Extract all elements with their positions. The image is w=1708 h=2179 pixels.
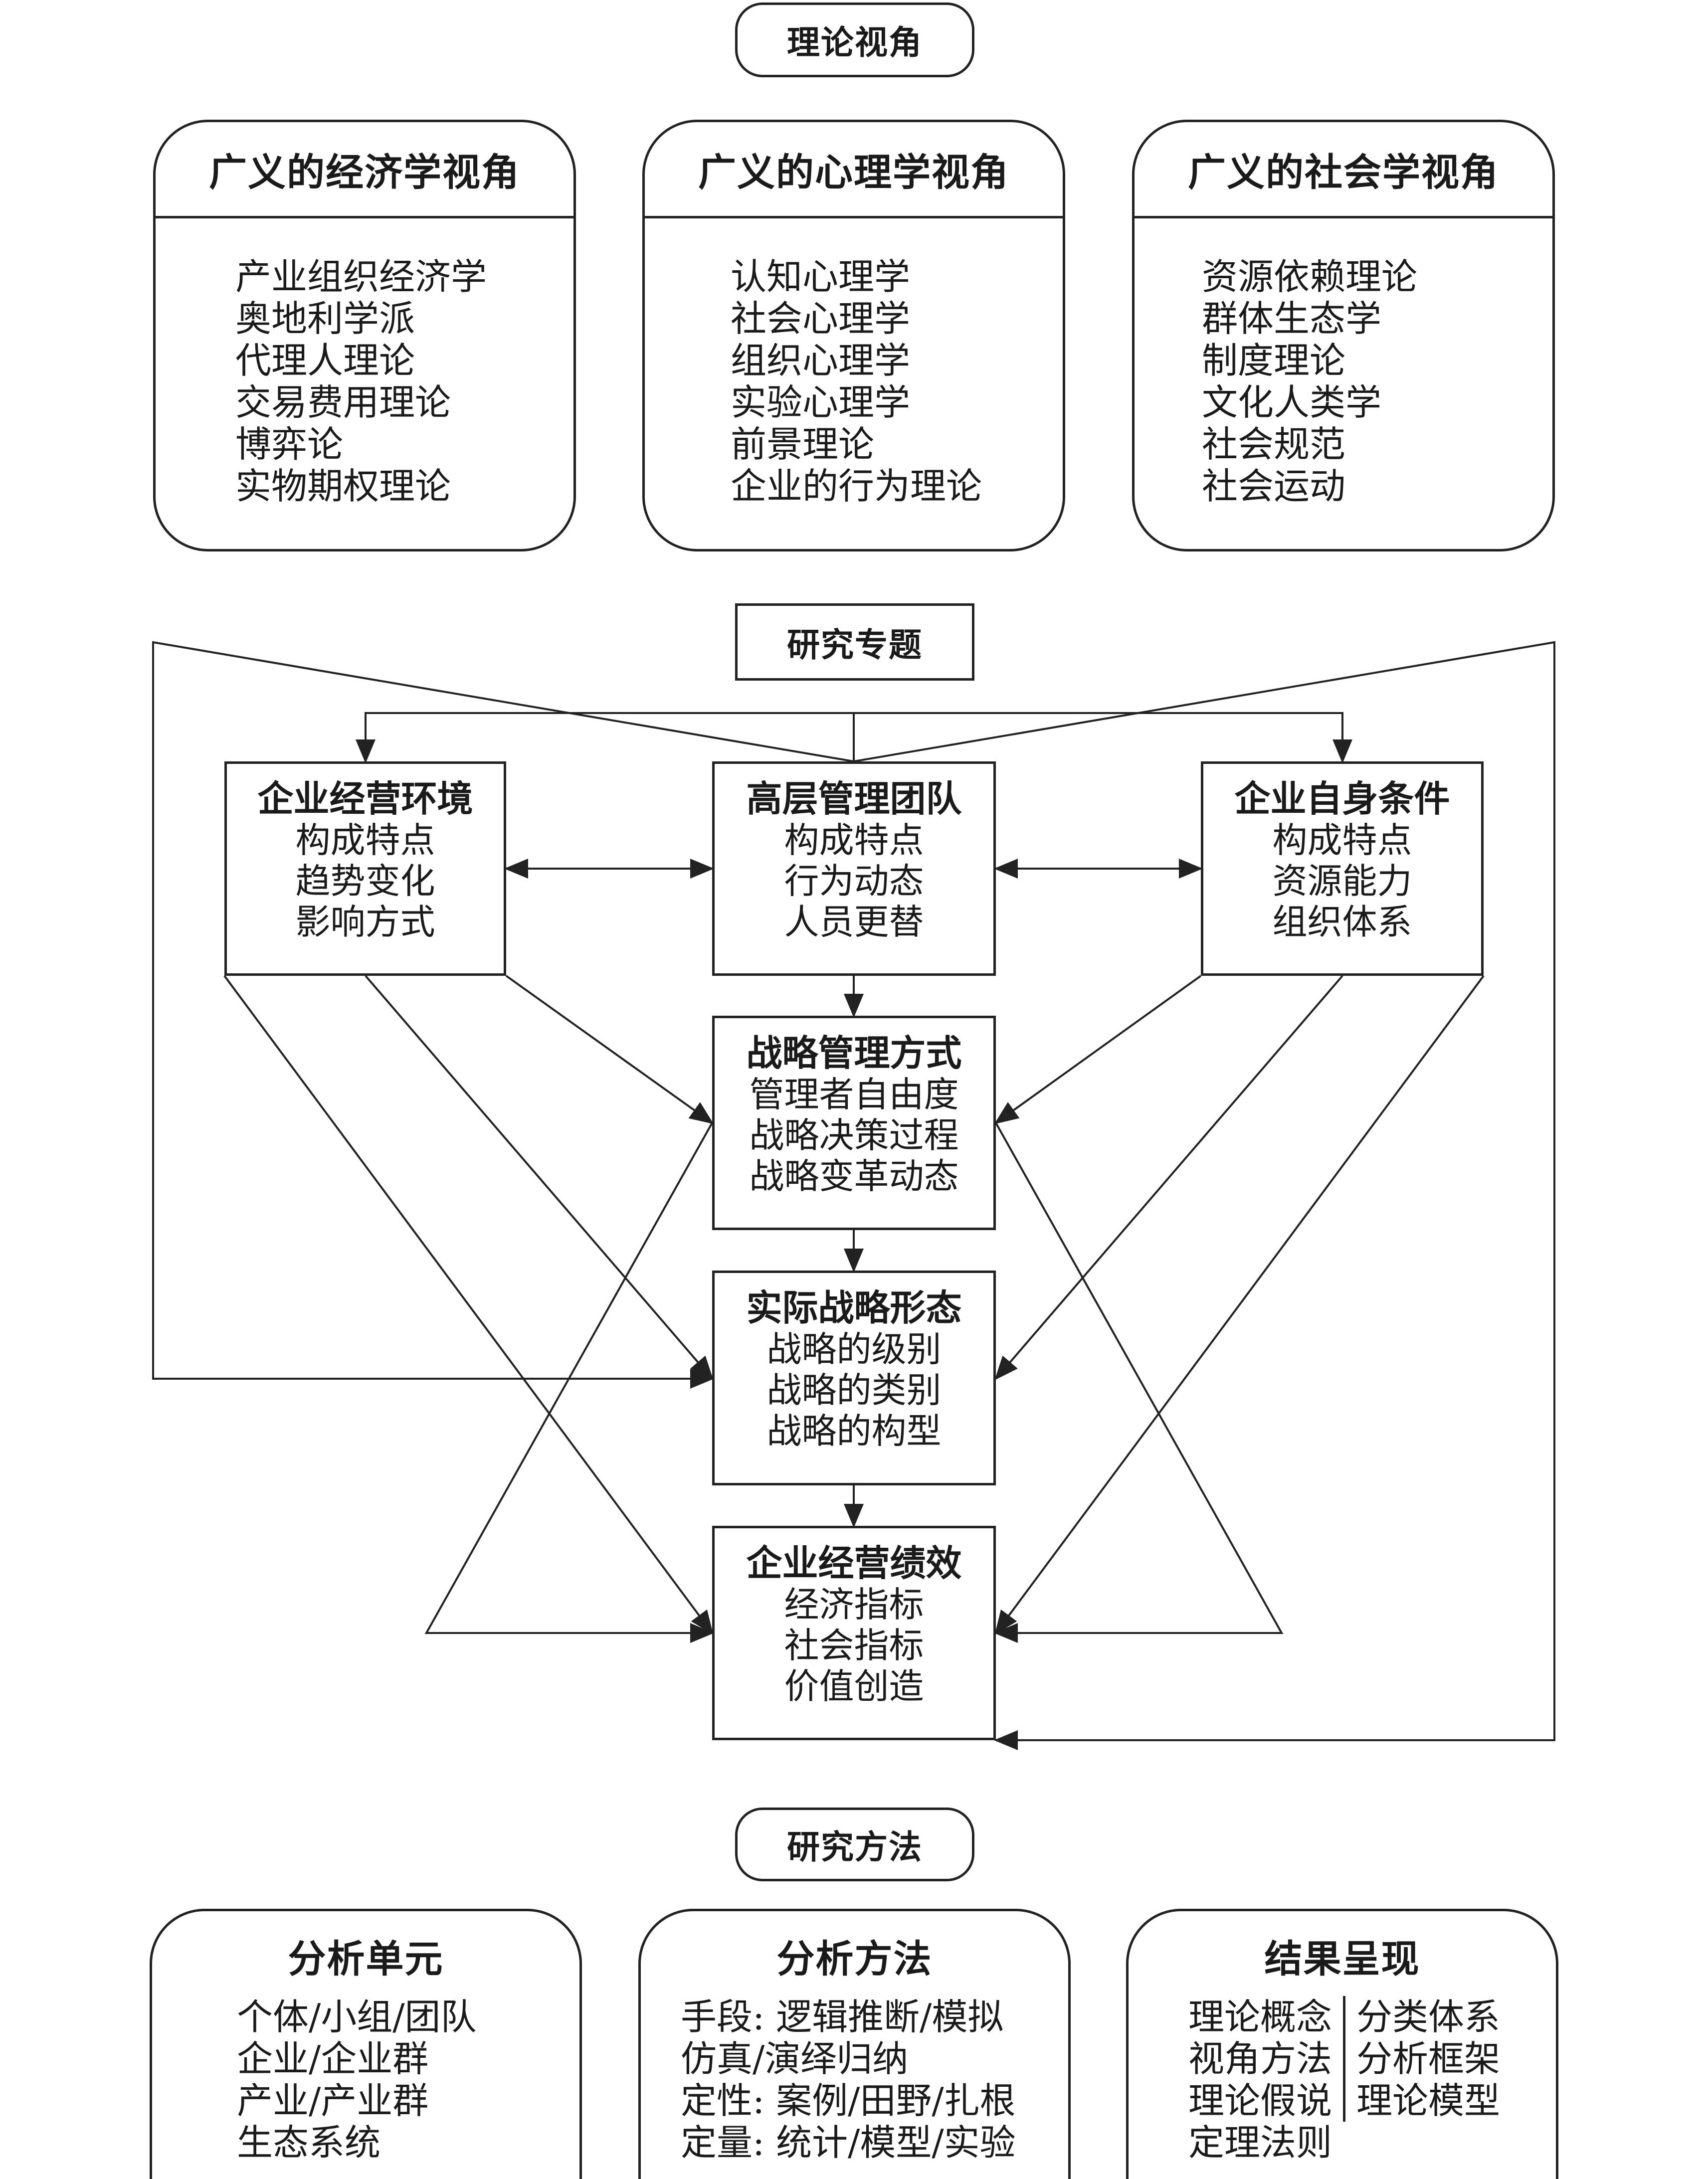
firm-conditions-title: 企业自身条件: [1234, 777, 1450, 820]
list-item: 理论模型: [1356, 2080, 1501, 2122]
list-item: 影响方式: [295, 902, 435, 942]
list-item: 交易费用理论: [235, 381, 451, 423]
list-item: [1345, 2122, 1500, 2164]
tmt-to-perf-right-path: [853, 641, 1555, 1750]
list-item: 价值创造: [784, 1666, 924, 1707]
list-item: 文化人类学: [1202, 381, 1382, 423]
analysis-unit-box: 分析单元 个体/小组/团队 企业/企业群 产业/产业群 生态系统: [150, 1909, 582, 2179]
theory-section-title: 理论视角: [735, 2, 974, 77]
analysis-method-list: 手段: 逻辑推断/模拟 仿真/演绎归纳 定性: 案例/田野/扎根 定量: 统计/…: [681, 1996, 1016, 2164]
psychology-theory-list: 认知心理学 社会心理学 组织心理学 实验心理学 前景理论 企业的行为理论: [731, 256, 982, 507]
list-item: 经济指标: [784, 1584, 924, 1625]
performance-title: 企业经营绩效: [746, 1542, 962, 1584]
list-item: 产业/产业群: [237, 2080, 429, 2122]
sociology-perspective-box: 广义的社会学视角 资源依赖理论 群体生态学 制度理论 文化人类学 社会规范 社会…: [1132, 120, 1555, 551]
env-to-perf-arrow: [223, 975, 714, 1635]
list-item: 资源依赖理论: [1202, 256, 1418, 298]
list-item: 群体生态学: [1202, 298, 1382, 340]
topics-section-title: 研究专题: [735, 603, 974, 681]
list-item: 视角方法: [1188, 2038, 1346, 2080]
list-item: 构成特点: [295, 820, 435, 861]
list-item: 分类体系: [1356, 1996, 1501, 2038]
list-item: 组织心理学: [731, 340, 911, 381]
analysis-unit-list: 个体/小组/团队 企业/企业群 产业/产业群 生态系统: [237, 1996, 477, 2164]
list-item: 社会规范: [1202, 423, 1346, 465]
psychology-perspective-box: 广义的心理学视角 认知心理学 社会心理学 组织心理学 实验心理学 前景理论 企业…: [642, 120, 1065, 551]
self-to-form-arrow: [994, 975, 1343, 1381]
strategic-management-title: 战略管理方式: [746, 1032, 962, 1074]
firm-conditions-box: 企业自身条件 构成特点 资源能力 组织体系: [1201, 761, 1484, 976]
list-item: 制度理论: [1202, 340, 1346, 381]
list-item: 实物期权理论: [235, 465, 451, 507]
list-item: 定性: 案例/田野/扎根: [681, 2080, 1016, 2122]
list-item: 人员更替: [784, 902, 924, 942]
list-item: 分析框架: [1356, 2038, 1501, 2080]
environment-title: 企业经营环境: [257, 777, 473, 820]
list-item: 产业组织经济学: [235, 256, 487, 298]
list-item: 奥地利学派: [235, 298, 415, 340]
list-item: 战略的类别: [766, 1370, 942, 1411]
list-item: 战略的级别: [766, 1329, 942, 1370]
list-item: 资源能力: [1272, 861, 1412, 902]
list-item: 实验心理学: [731, 381, 911, 423]
list-item: 生态系统: [237, 2122, 381, 2164]
result-presentation-grid: 理论概念 分类体系 视角方法 分析框架 理论假说 理论模型 定理法则: [1188, 1996, 1500, 2164]
sociology-theory-list: 资源依赖理论 群体生态学 制度理论 文化人类学 社会规范 社会运动: [1202, 256, 1417, 507]
strategic-management-box: 战略管理方式 管理者自由度 战略决策过程 战略变革动态: [712, 1016, 996, 1230]
list-item: 定量: 统计/模型/实验: [681, 2122, 1016, 2164]
list-item: 战略决策过程: [749, 1115, 959, 1156]
methods-section-title: 研究方法: [735, 1808, 974, 1881]
list-item: 社会运动: [1202, 465, 1346, 507]
env-to-form-arrow: [365, 975, 714, 1381]
list-item: 管理者自由度: [749, 1074, 959, 1115]
list-item: 社会指标: [784, 1625, 924, 1666]
list-item: 仿真/演绎归纳: [681, 2038, 909, 2080]
strategy-form-box: 实际战略形态 战略的级别 战略的类别 战略的构型: [712, 1271, 996, 1485]
list-item: 企业/企业群: [237, 2038, 429, 2080]
list-item: 构成特点: [784, 820, 924, 861]
list-item: 手段: 逻辑推断/模拟: [681, 1996, 1004, 2038]
tmt-to-env-arrow: [356, 712, 855, 763]
list-item: 构成特点: [1272, 820, 1412, 861]
list-item: 战略的构型: [766, 1411, 942, 1452]
self-to-perf-arrow: [994, 975, 1485, 1635]
result-presentation-box: 结果呈现 理论概念 分类体系 视角方法 分析框架 理论假说 理论模型 定理法则: [1126, 1909, 1558, 2179]
list-item: 行为动态: [784, 861, 924, 902]
list-item: 个体/小组/团队: [237, 1996, 477, 2038]
list-item: 代理人理论: [235, 340, 415, 381]
economics-perspective-title: 广义的经济学视角: [156, 122, 573, 218]
analysis-method-title: 分析方法: [776, 1937, 933, 1981]
top-management-team-title: 高层管理团队: [746, 777, 962, 820]
sm-to-perf-right-path: [994, 1122, 1284, 1643]
psychology-perspective-title: 广义的心理学视角: [645, 122, 1063, 218]
strategy-form-title: 实际战略形态: [746, 1286, 962, 1329]
sm-to-perf-left-path: [424, 1122, 714, 1643]
performance-box: 企业经营绩效 经济指标 社会指标 价值创造: [712, 1526, 996, 1740]
self-to-sm-arrow: [994, 975, 1202, 1124]
tmt-to-form-left-path: [152, 641, 854, 1389]
analysis-method-box: 分析方法 手段: 逻辑推断/模拟 仿真/演绎归纳 定性: 案例/田野/扎根 定量…: [638, 1909, 1071, 2179]
economics-perspective-box: 广义的经济学视角 产业组织经济学 奥地利学派 代理人理论 交易费用理论 博弈论 …: [153, 120, 576, 551]
top-management-team-box: 高层管理团队 构成特点 行为动态 人员更替: [712, 761, 996, 976]
list-item: 定理法则: [1188, 2122, 1332, 2164]
list-item: 前景理论: [731, 423, 875, 465]
tmt-to-self-arrow: [854, 712, 1352, 763]
list-item: 博弈论: [235, 423, 344, 465]
list-item: 社会心理学: [731, 298, 911, 340]
list-item: 趋势变化: [295, 861, 435, 902]
env-to-sm-arrow: [505, 975, 714, 1124]
economics-theory-list: 产业组织经济学 奥地利学派 代理人理论 交易费用理论 博弈论 实物期权理论: [235, 256, 487, 507]
analysis-unit-title: 分析单元: [288, 1937, 444, 1981]
result-presentation-title: 结果呈现: [1264, 1937, 1420, 1981]
list-item: 组织体系: [1272, 902, 1412, 942]
list-item: 理论概念: [1188, 1996, 1346, 2038]
list-item: 战略变革动态: [749, 1156, 959, 1197]
list-item: 认知心理学: [731, 256, 911, 298]
sociology-perspective-title: 广义的社会学视角: [1135, 122, 1552, 218]
environment-box: 企业经营环境 构成特点 趋势变化 影响方式: [224, 761, 506, 976]
list-item: 理论假说: [1188, 2080, 1346, 2122]
list-item: 企业的行为理论: [731, 465, 982, 507]
